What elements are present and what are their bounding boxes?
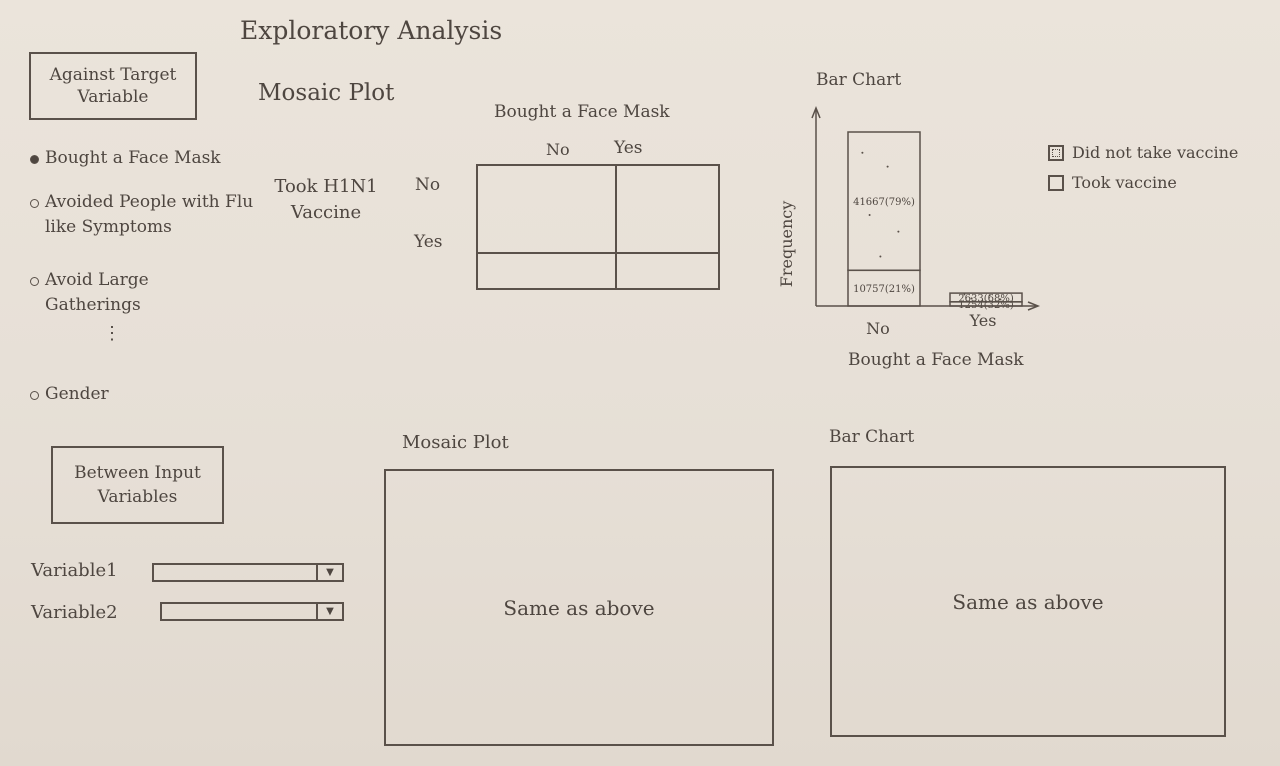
mosaic-y-axis-label: Took H1N1 Vaccine	[274, 176, 378, 223]
against-target-variable-button[interactable]: Against Target Variable	[29, 52, 197, 120]
chevron-down-icon[interactable]: ▼	[316, 604, 342, 619]
chevron-down-icon[interactable]: ▼	[316, 565, 342, 580]
bottom-mosaic-plot-panel: Same as above	[384, 469, 774, 746]
bar-data-label: 41667(79%)	[853, 197, 915, 208]
bottom-bar-chart-title: Bar Chart	[829, 427, 915, 447]
x-tick-label-yes: Yes	[969, 311, 997, 330]
radio-selected-icon	[30, 155, 39, 164]
mosaic-frame	[476, 164, 720, 290]
radio-option-label: Bought a Face Mask	[45, 148, 221, 168]
bar-chart-legend: Did not take vaccine Took vaccine	[1048, 138, 1238, 198]
mosaic-column-label-no: No	[546, 140, 570, 159]
radio-unselected-icon	[30, 277, 39, 286]
y-axis-arrow	[811, 105, 821, 119]
radio-option-label: Gender	[45, 384, 109, 404]
mosaic-column-label-yes: Yes	[614, 138, 643, 158]
bar-texture-dot	[999, 298, 1002, 301]
bar-texture-dot	[988, 294, 991, 297]
legend-item-not-vaccinated: Did not take vaccine	[1048, 138, 1238, 168]
bar-texture-dot	[970, 297, 973, 300]
radio-option-avoided-people[interactable]: Avoided People with Flu like Symptoms	[30, 190, 255, 240]
bar-texture-dot	[868, 213, 871, 216]
y-axis-label: Frequency	[777, 201, 796, 288]
bottom-mosaic-plot-title: Mosaic Plot	[402, 432, 509, 453]
bar-chart-title: Bar Chart	[816, 70, 902, 90]
bar-chart: 10757(21%)41667(79%)1254(32%)2633(68%) F…	[777, 105, 1041, 338]
variable2-dropdown[interactable]: ▼	[160, 602, 344, 621]
x-tick-label-no: No	[866, 319, 890, 338]
mosaic-row-label-no: No	[415, 175, 441, 195]
bar-data-label: 10757(21%)	[853, 284, 915, 295]
bar-x-axis-label: Bought a Face Mask	[848, 350, 1024, 370]
radio-unselected-icon	[30, 391, 39, 400]
bar-texture-dot	[963, 293, 966, 296]
radio-option-avoid-large-gatherings[interactable]: Avoid Large Gatherings	[30, 268, 195, 318]
bottom-bar-placeholder: Same as above	[952, 589, 1104, 614]
mosaic-row-label-yes: Yes	[414, 232, 443, 252]
radio-option-gender[interactable]: Gender	[30, 382, 255, 407]
mosaic-plot-title: Mosaic Plot	[258, 80, 395, 106]
bar-segment-yes-not-vaccinated	[949, 292, 1023, 303]
bottom-bar-chart-panel: Same as above	[830, 466, 1226, 737]
bottom-mosaic-placeholder: Same as above	[503, 595, 655, 620]
bar-texture-dot	[981, 299, 984, 302]
plain-swatch-icon	[1048, 175, 1064, 191]
dotted-swatch-icon	[1048, 145, 1064, 161]
bar-texture-dot	[886, 165, 889, 168]
variable1-label: Variable1	[31, 560, 118, 581]
legend-label: Took vaccine	[1072, 173, 1177, 192]
page-title: Exploratory Analysis	[240, 16, 503, 45]
mosaic-x-axis-label: Bought a Face Mask	[494, 102, 670, 122]
bar-data-label: 2633(68%)	[958, 293, 1014, 304]
variable2-label: Variable2	[31, 602, 118, 623]
bar-texture-dot	[861, 151, 864, 154]
x-axis-arrow	[1027, 301, 1041, 311]
legend-label: Did not take vaccine	[1072, 143, 1239, 162]
radio-option-bought-face-mask[interactable]: Bought a Face Mask	[30, 146, 255, 171]
more-options-ellipsis: ⋮	[103, 323, 121, 344]
bar-texture-dot	[897, 230, 900, 233]
radio-unselected-icon	[30, 199, 39, 208]
between-input-variables-button[interactable]: Between Input Variables	[51, 446, 224, 524]
variable1-value	[154, 565, 316, 580]
variable1-dropdown[interactable]: ▼	[152, 563, 344, 582]
variable2-value	[162, 604, 316, 619]
bar-texture-dot	[879, 255, 882, 258]
bar-segment-no-not-vaccinated	[847, 131, 921, 272]
legend-item-vaccinated: Took vaccine	[1048, 168, 1238, 198]
mosaic-plot-grid	[476, 164, 720, 290]
radio-option-label: Avoided People with Flu like Symptoms	[45, 192, 254, 237]
radio-option-label: Avoid Large Gatherings	[45, 270, 149, 315]
